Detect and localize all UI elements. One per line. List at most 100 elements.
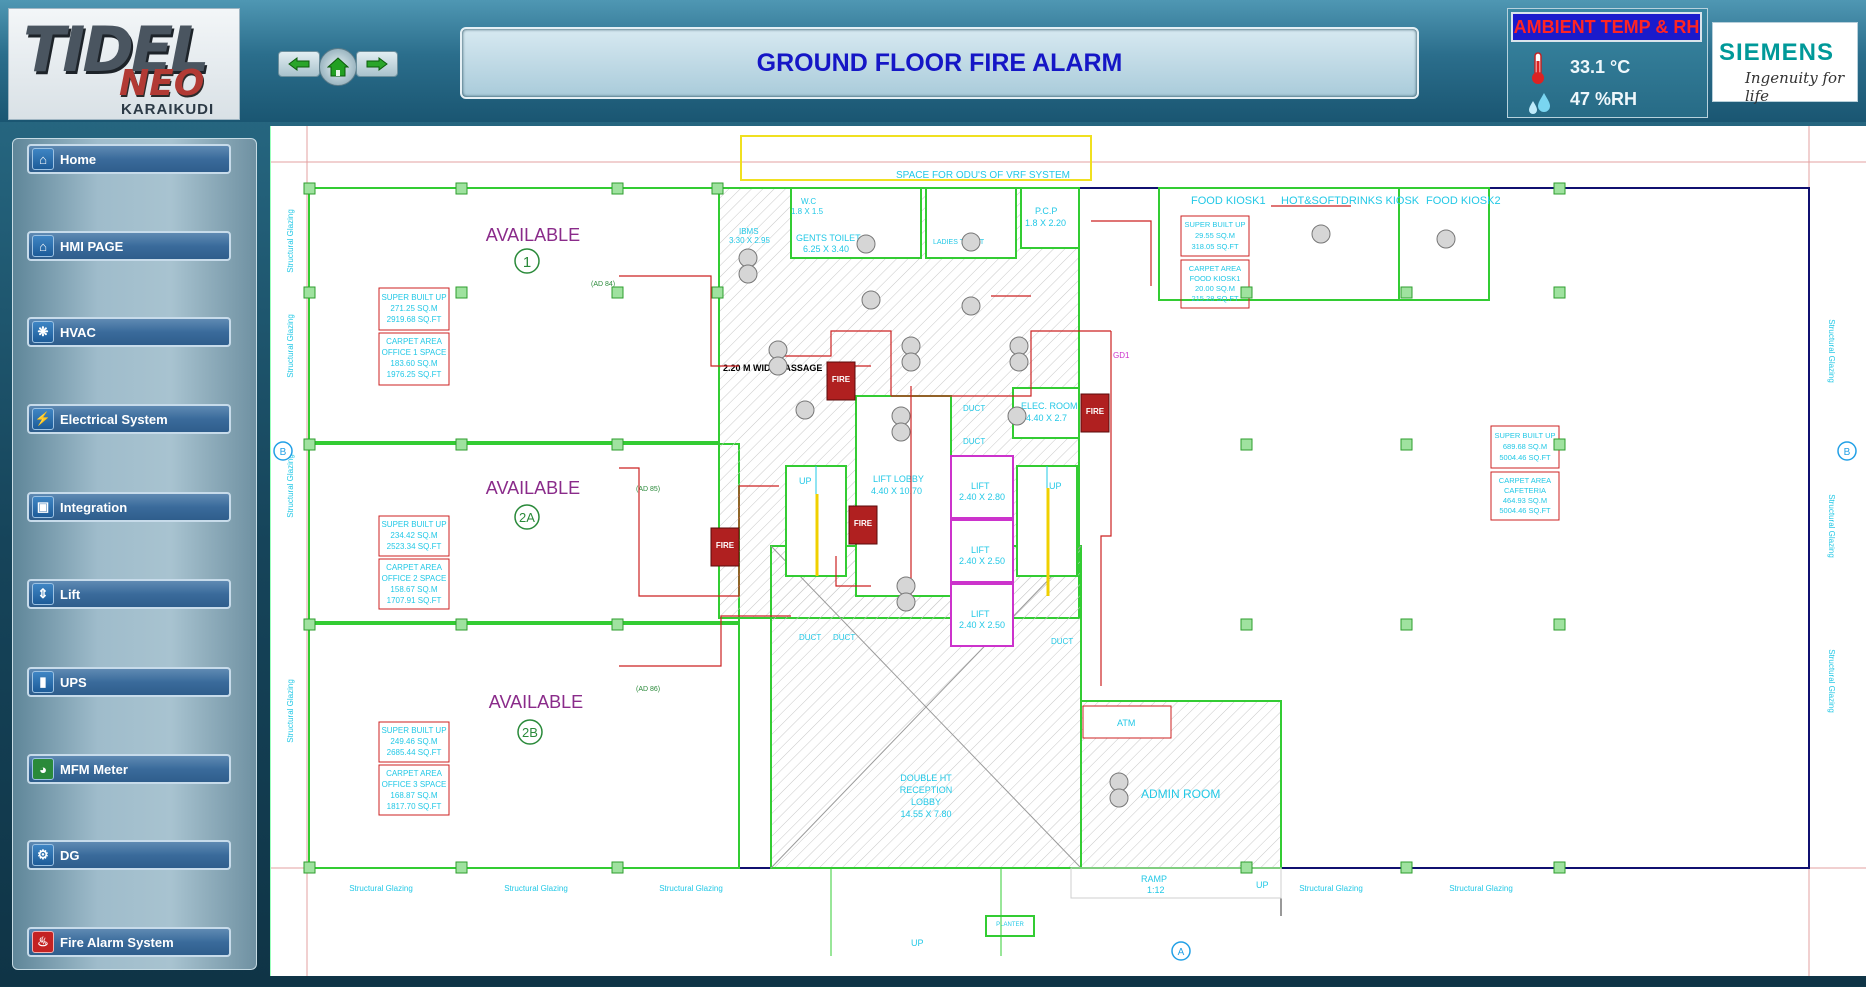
cafeteria-carpet: CARPET AREA xyxy=(1499,476,1551,485)
structural-glazing-label: Structural Glazing xyxy=(1449,884,1513,893)
duct-label-2: DUCT xyxy=(833,633,855,642)
humidity-value: 47 %RH xyxy=(1570,89,1638,109)
office-2a-carpet-sqft: 1707.91 SQ.FT xyxy=(387,596,442,605)
office-2a-carpet-sqm: 158.67 SQ.M xyxy=(390,585,437,594)
ambient-panel: AMBIENT TEMP & RH 33.1 °C 47 %RH xyxy=(1507,8,1708,118)
brand-tagline: Ingenuity for life xyxy=(1745,69,1845,105)
ibms-size: 3.30 X 2.95 xyxy=(729,236,770,245)
brand-name: SIEMENS xyxy=(1719,39,1835,66)
entry-up-label: UP xyxy=(911,938,924,948)
stair-up-left: UP xyxy=(799,476,812,486)
cafeteria-sbu: SUPER BUILT UP xyxy=(1495,431,1556,440)
reception-label: RECEPTION xyxy=(900,785,953,795)
sidebar-item-home[interactable]: ⌂ Home xyxy=(27,144,231,174)
office-1-sbu: SUPER BUILT UP xyxy=(381,293,446,302)
office-2a-title: AVAILABLE xyxy=(486,478,580,498)
sidebar-item-lift[interactable]: ⇕ Lift xyxy=(27,579,231,609)
office-2b-carpet: CARPET AREA xyxy=(386,769,443,778)
stair-up-right: UP xyxy=(1049,481,1062,491)
sidebar-item-label: Lift xyxy=(60,586,81,602)
admin-room-label: ADMIN ROOM xyxy=(1141,787,1220,801)
structural-glazing-label: Structural Glazing xyxy=(286,454,295,518)
lobby-label: LOBBY xyxy=(911,797,941,807)
tidel-neo-logo: TIDEL NEO KARAIKUDI xyxy=(8,8,240,120)
sidebar-item-hvac[interactable]: ❋ HVAC xyxy=(27,317,231,347)
sidebar-item-integration[interactable]: ▣ Integration xyxy=(27,492,231,522)
duct-label-3: DUCT xyxy=(963,404,985,413)
office-1-sbu-sqft: 2919.68 SQ.FT xyxy=(387,315,442,324)
cafeteria-carpet-name: CAFETERIA xyxy=(1504,486,1546,495)
office-2b-sbu: SUPER BUILT UP xyxy=(381,726,446,735)
sidebar-item-electrical-system[interactable]: ⚡ Electrical System xyxy=(27,404,231,434)
humidity-icon xyxy=(1529,93,1550,114)
office-2a-number: 2A xyxy=(519,510,535,525)
sidebar-item-label: MFM Meter xyxy=(60,761,128,777)
office-2b-sbu-sqm: 249.46 SQ.M xyxy=(390,737,437,746)
structural-glazing-label: Structural Glazing xyxy=(659,884,723,893)
sidebar-item-label: UPS xyxy=(60,674,87,690)
temperature-value: 33.1 °C xyxy=(1570,57,1631,77)
grid-marker-a: A xyxy=(1178,947,1185,958)
office-2b-title: AVAILABLE xyxy=(489,692,583,712)
back-button[interactable] xyxy=(278,51,320,77)
kiosk1-carpet-sqft: 215.28 SQ.FT xyxy=(1191,294,1239,303)
fire-panel-1[interactable]: FIRE xyxy=(826,361,856,401)
office-2b-carpet-sqm: 168.87 SQ.M xyxy=(390,791,437,800)
lift-3-label: LIFT xyxy=(971,609,990,619)
structural-glazing-label: Structural Glazing xyxy=(286,314,295,378)
sidebar-item-hmi-page[interactable]: ⌂ HMI PAGE xyxy=(27,231,231,261)
floor-plan: SPACE FOR ODU'S OF VRF SYSTEM AVAILABLE … xyxy=(270,126,1866,976)
sidebar-menu: ⌂ Home ⌂ HMI PAGE ❋ HVAC ⚡ Electrical Sy… xyxy=(12,138,257,970)
sidebar-item-fire-alarm-system[interactable]: ♨ Fire Alarm System xyxy=(27,927,231,957)
food-kiosk2-label: FOOD KIOSK2 xyxy=(1426,195,1501,207)
office-2a-ad: (AD 85) xyxy=(636,486,660,493)
cafeteria-sbu-sqft: 5004.46 SQ.FT xyxy=(1499,453,1551,462)
siemens-logo: SIEMENS Ingenuity for life xyxy=(1712,22,1858,105)
atm-label: ATM xyxy=(1117,718,1135,728)
sidebar-item-ups[interactable]: ▮ UPS xyxy=(27,667,231,697)
sidebar-item-mfm-meter[interactable]: ◕ MFM Meter xyxy=(27,754,231,784)
food-kiosk1-label: FOOD KIOSK1 xyxy=(1191,195,1266,207)
fire-panel-4[interactable]: FIRE xyxy=(1080,393,1110,433)
fire-panel-3[interactable]: FIRE xyxy=(848,505,878,545)
kiosk1-sbu-sqm: 29.55 SQ.M xyxy=(1195,231,1235,240)
structural-glazing-label: Structural Glazing xyxy=(349,884,413,893)
office-2b-carpet-sqft: 1817.70 SQ.FT xyxy=(387,802,442,811)
home-icon: ⌂ xyxy=(32,235,54,257)
structural-glazing-label: Structural Glazing xyxy=(1827,494,1836,558)
gents-toilet-label: GENTS TOILET xyxy=(796,233,861,243)
office-2a-sbu: SUPER BUILT UP xyxy=(381,520,446,529)
sidebar-item-label: DG xyxy=(60,847,80,863)
office-1-ad: (AD 84) xyxy=(591,281,615,288)
forward-button[interactable] xyxy=(356,51,398,77)
pcp-size: 1.8 X 2.20 xyxy=(1025,218,1066,228)
logo-text-neo: NEO xyxy=(119,63,205,104)
structural-glazing-label: Structural Glazing xyxy=(286,679,295,743)
cafeteria-sbu-sqm: 689.68 SQ.M xyxy=(1503,442,1547,451)
ambient-heading: AMBIENT TEMP & RH xyxy=(1511,12,1702,42)
office-1-sbu-sqm: 271.25 SQ.M xyxy=(390,304,437,313)
sidebar-item-dg[interactable]: ⚙ DG xyxy=(27,840,231,870)
hot-drinks-label: HOT&SOFTDRINKS KIOSK xyxy=(1281,195,1420,207)
office-2a-carpet-name: OFFICE 2 SPACE xyxy=(382,574,447,583)
lift-lobby-label: LIFT LOBBY xyxy=(873,474,924,484)
page-title-box: GROUND FLOOR FIRE ALARM xyxy=(460,27,1419,99)
office-2a-sbu-sqm: 234.42 SQ.M xyxy=(390,531,437,540)
office-2b-sbu-sqft: 2685.44 SQ.FT xyxy=(387,748,442,757)
folder-icon: ▣ xyxy=(32,496,54,518)
elec-room-size: 4.40 X 2.7 xyxy=(1026,413,1067,423)
wc-label: W.C xyxy=(801,197,816,206)
arrow-left-icon xyxy=(288,57,310,71)
home-button[interactable] xyxy=(319,48,357,86)
fire-panel-1-label: FIRE xyxy=(832,375,851,384)
kiosk1-sbu-sqft: 318.05 SQ.FT xyxy=(1191,242,1239,251)
logo-text-tidel: TIDEL xyxy=(23,13,210,86)
fire-panel-2-label: FIRE xyxy=(716,541,735,550)
battery-icon: ▮ xyxy=(32,671,54,693)
kiosk1-carpet-sqm: 20.00 SQ.M xyxy=(1195,284,1235,293)
lift-1-label: LIFT xyxy=(971,481,990,491)
cafeteria-carpet-sqm: 464.93 SQ.M xyxy=(1503,496,1547,505)
fan-icon: ❋ xyxy=(32,321,54,343)
fire-panel-2[interactable]: FIRE xyxy=(710,527,740,567)
meter-icon: ◕ xyxy=(32,758,54,780)
